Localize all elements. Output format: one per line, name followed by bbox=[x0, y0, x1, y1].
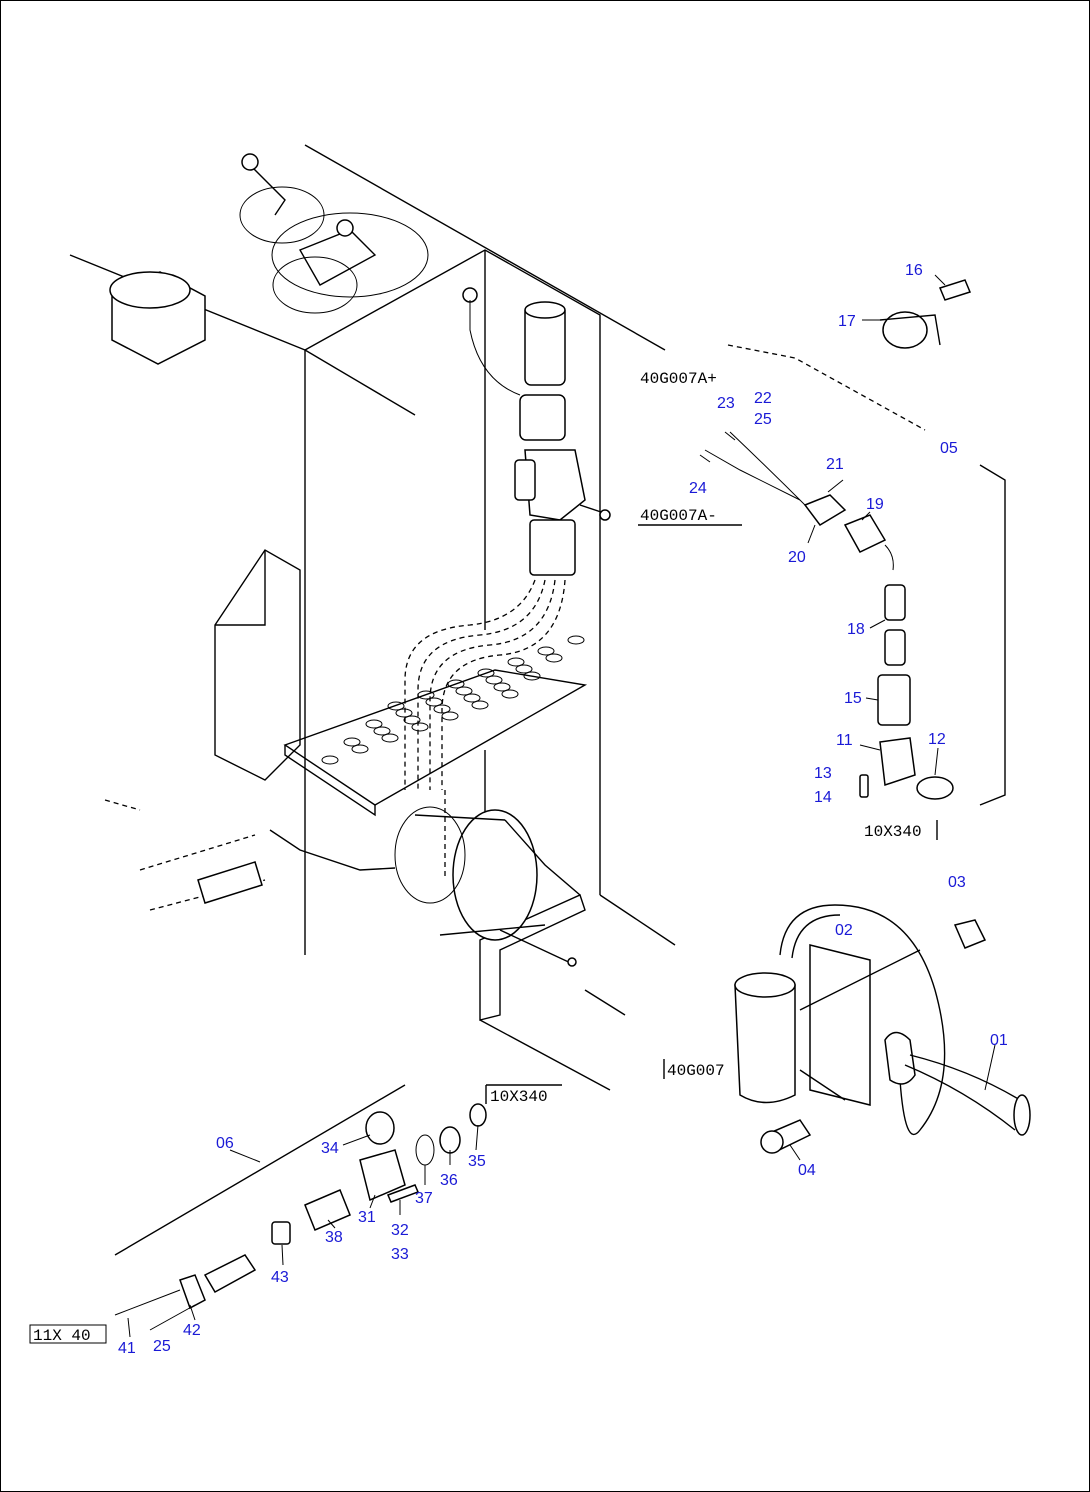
floor-plate-hole bbox=[455, 686, 473, 696]
floor-plate-hole bbox=[321, 755, 339, 765]
part-number-25-lower: 25 bbox=[153, 1338, 171, 1355]
floor-plate-hole bbox=[441, 711, 459, 721]
floor-plate-hole bbox=[507, 657, 525, 667]
part-number-36: 36 bbox=[440, 1172, 458, 1189]
ref-10x340-right: 10X340 bbox=[864, 823, 922, 841]
floor-plate-hole bbox=[373, 726, 391, 736]
part-number-12: 12 bbox=[928, 731, 946, 748]
ref-40g007: 40G007 bbox=[667, 1062, 725, 1080]
part-number-25-upper: 25 bbox=[754, 411, 772, 428]
part-number-01: 01 bbox=[990, 1032, 1008, 1049]
part-number-38: 38 bbox=[325, 1229, 343, 1246]
floor-plate-hole bbox=[567, 635, 585, 645]
part-number-13: 13 bbox=[814, 765, 832, 782]
floor-plate-hole bbox=[387, 701, 405, 711]
part-number-14: 14 bbox=[814, 789, 832, 806]
floor-plate-hole bbox=[471, 700, 489, 710]
floor-plate-hole bbox=[447, 679, 465, 689]
part-number-03: 03 bbox=[948, 874, 966, 891]
floor-plate-hole bbox=[411, 722, 429, 732]
part-number-33: 33 bbox=[391, 1246, 409, 1263]
part-number-23: 23 bbox=[717, 395, 735, 412]
part-number-18: 18 bbox=[847, 621, 865, 638]
part-number-41: 41 bbox=[118, 1340, 136, 1357]
part-number-31: 31 bbox=[358, 1209, 376, 1226]
part-number-11: 11 bbox=[836, 732, 853, 749]
leader-lines bbox=[127, 274, 996, 1338]
ref-11x40: 11X 40 bbox=[33, 1327, 91, 1345]
part-number-04: 04 bbox=[798, 1162, 816, 1179]
part-number-35: 35 bbox=[468, 1153, 486, 1170]
floor-plate-hole bbox=[381, 733, 399, 743]
floor-plate-hole bbox=[515, 664, 533, 674]
floor-plate-hole bbox=[343, 737, 361, 747]
floor-plate-hole bbox=[463, 693, 481, 703]
part-number-21: 21 bbox=[826, 456, 844, 473]
floor-plate-hole bbox=[365, 719, 383, 729]
part-number-22: 22 bbox=[754, 390, 772, 407]
reference-labels: 40G007A+ 40G007A- 10X340 40G007 10X340 1… bbox=[29, 370, 938, 1345]
part-number-37: 37 bbox=[415, 1190, 433, 1207]
cab-structure bbox=[69, 144, 676, 1091]
connector-assembly-05 bbox=[699, 279, 1006, 806]
part-number-20: 20 bbox=[788, 549, 806, 566]
part-number-15: 15 bbox=[844, 690, 862, 707]
part-number-32: 32 bbox=[391, 1222, 409, 1239]
floor-plate-hole bbox=[501, 689, 519, 699]
horn-assembly bbox=[734, 904, 1031, 1154]
part-number-06: 06 bbox=[216, 1135, 234, 1152]
part-number-19: 19 bbox=[866, 496, 884, 513]
floor-plate-holes bbox=[321, 635, 585, 765]
floor-plate-hole bbox=[477, 668, 495, 678]
floor-plate-hole bbox=[545, 653, 563, 663]
part-number-17: 17 bbox=[838, 313, 856, 330]
floor-plate-hole bbox=[537, 646, 555, 656]
ref-40g007a-plus: 40G007A+ bbox=[640, 370, 717, 388]
ref-40g007a-minus: 40G007A- bbox=[640, 507, 717, 525]
connector-assembly-06 bbox=[114, 1084, 487, 1331]
part-number-24: 24 bbox=[689, 480, 707, 497]
floor-plate-hole bbox=[523, 671, 541, 681]
floor-plate-hole bbox=[485, 675, 503, 685]
part-number-43: 43 bbox=[271, 1269, 289, 1286]
part-number-05: 05 bbox=[940, 440, 958, 457]
part-number-02: 02 bbox=[835, 922, 853, 939]
floor-plate-hole bbox=[395, 708, 413, 718]
part-number-42: 42 bbox=[183, 1322, 201, 1339]
part-number-16: 16 bbox=[905, 262, 923, 279]
part-numbers: 01 02 03 04 05 06 11 12 13 14 15 16 17 1… bbox=[118, 262, 1008, 1357]
floor-plate-hole bbox=[403, 715, 421, 725]
ref-10x340-bottom: 10X340 bbox=[490, 1088, 548, 1106]
part-number-34: 34 bbox=[321, 1140, 339, 1157]
floor-plate-hole bbox=[493, 682, 511, 692]
floor-plate-hole bbox=[351, 744, 369, 754]
